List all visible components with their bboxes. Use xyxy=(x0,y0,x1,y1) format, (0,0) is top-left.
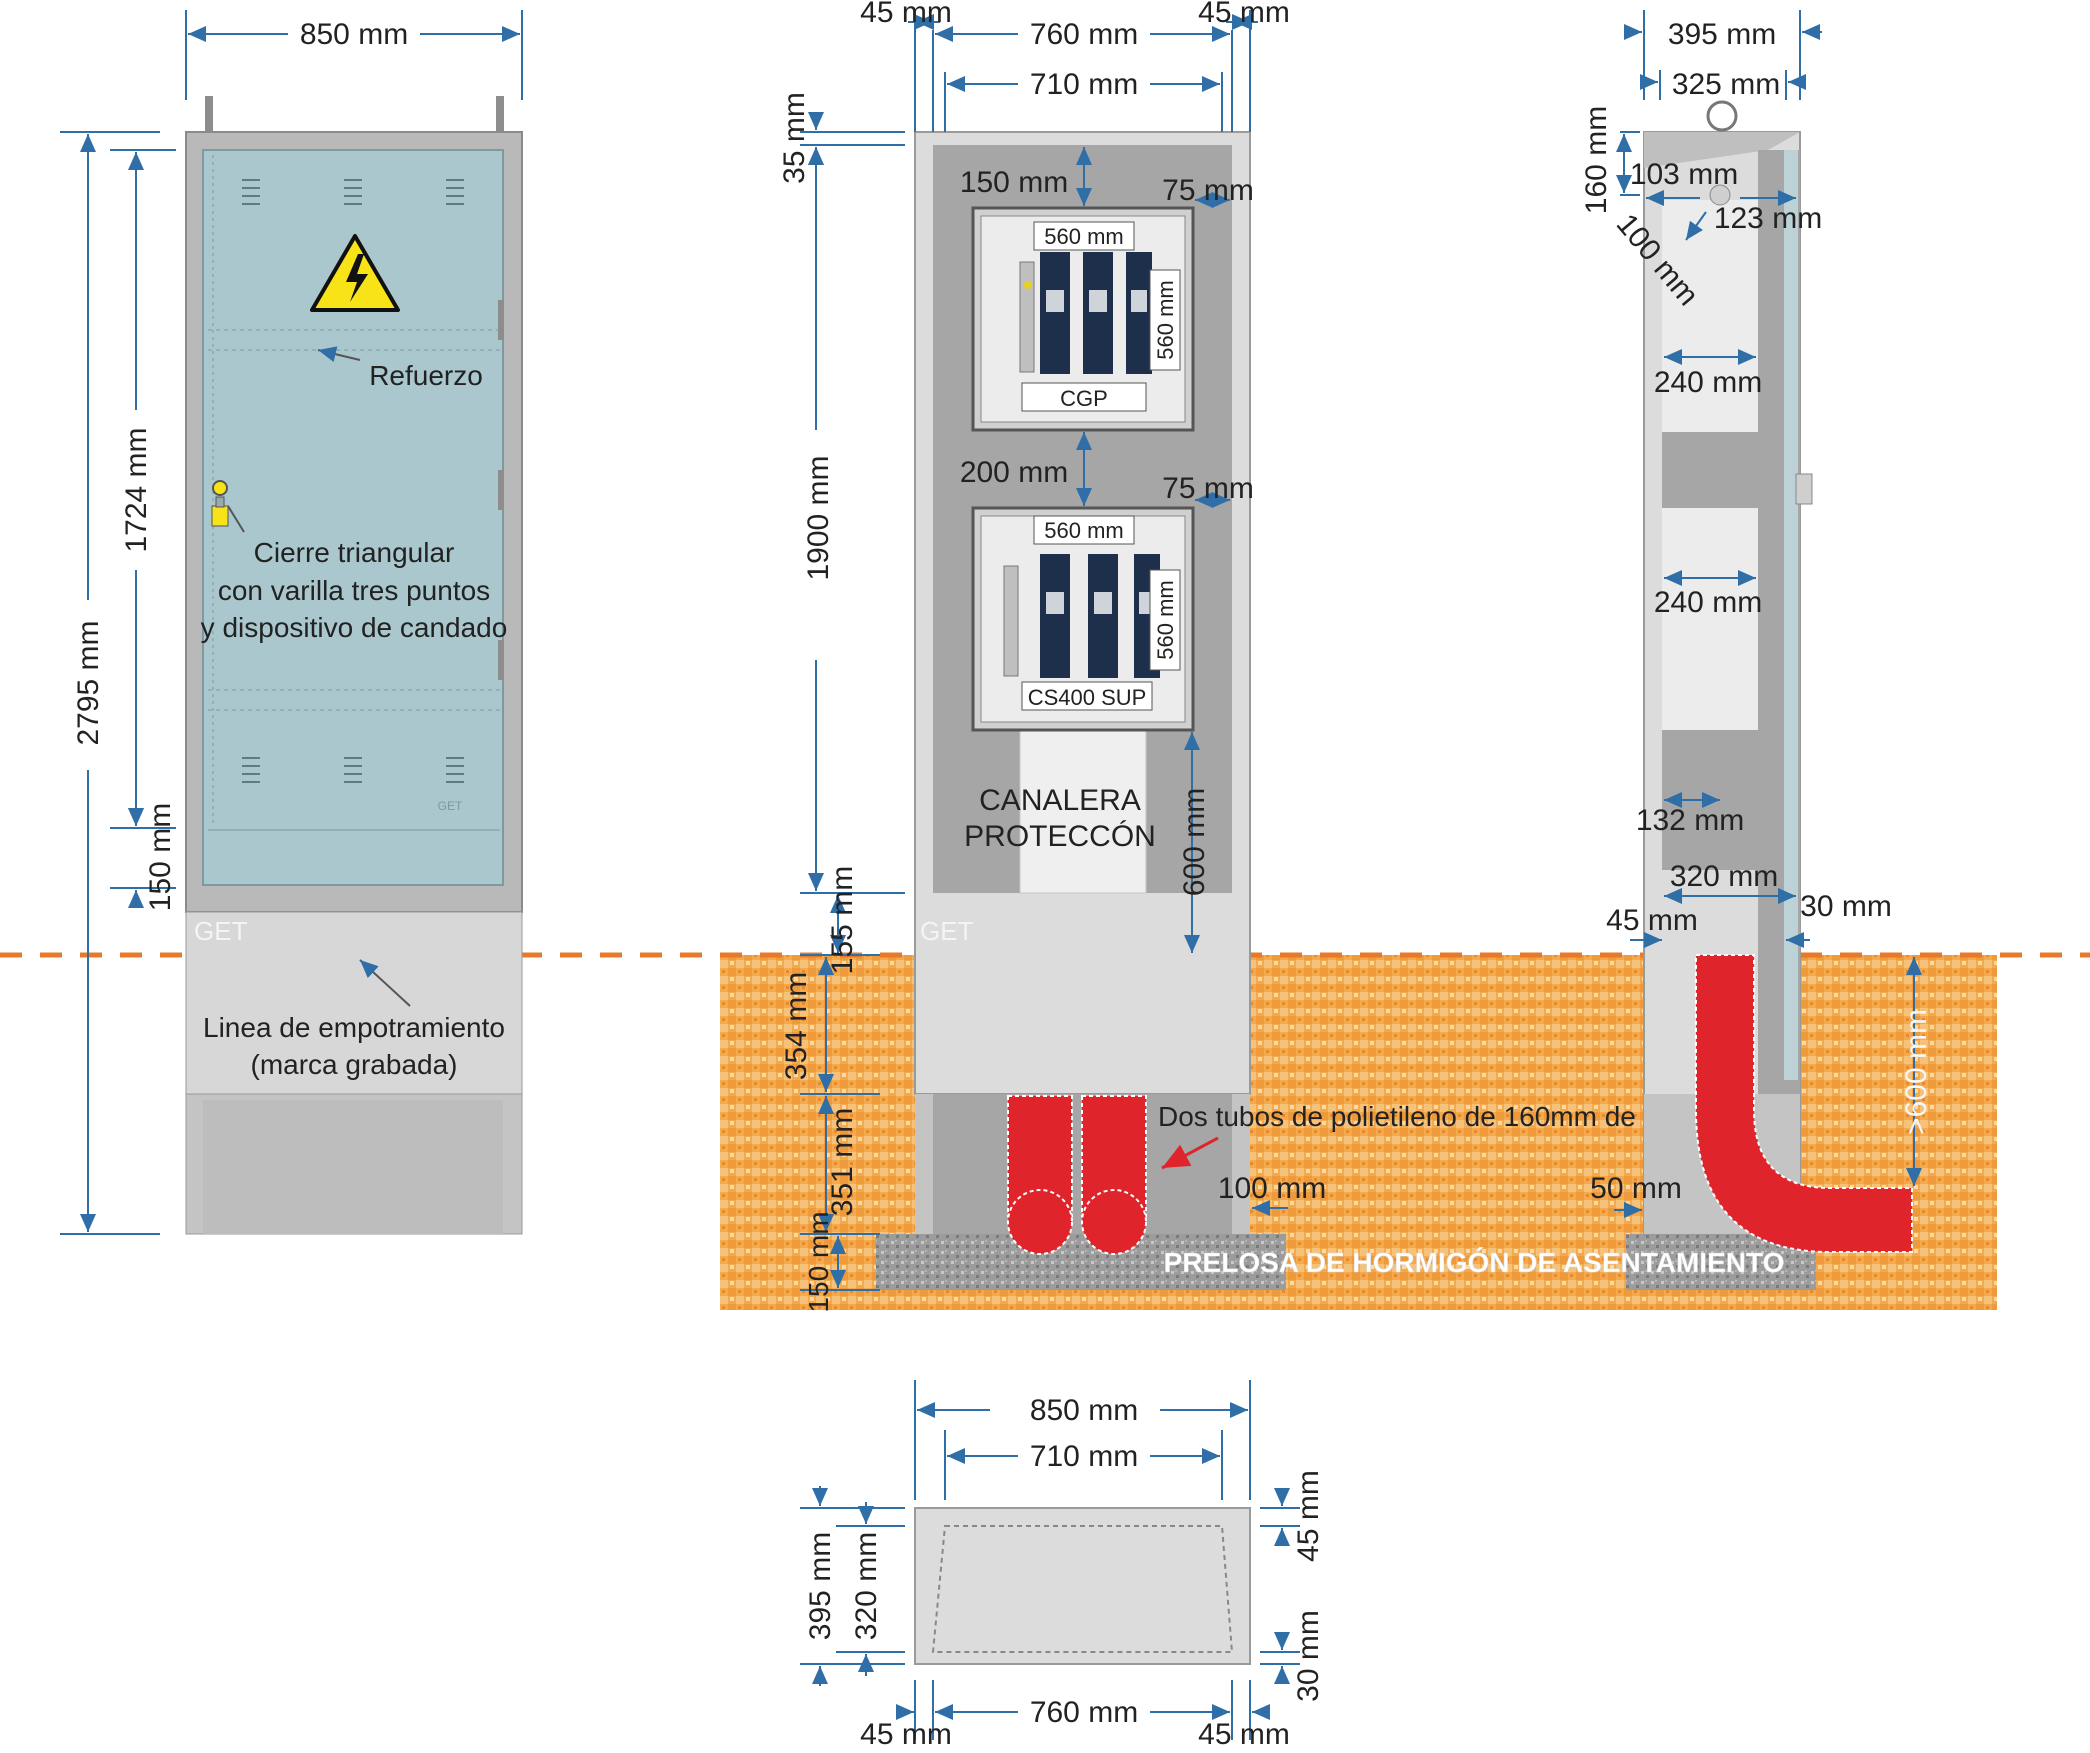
side-foot-dim: 50 mm xyxy=(1590,1172,1682,1205)
interior-canal-height-dim: 600 mm xyxy=(1178,788,1211,896)
front-door-height-dim: 1724 mm xyxy=(120,427,153,552)
front-base-dim: 150 mm xyxy=(144,803,177,911)
refuerzo-leader xyxy=(317,346,361,362)
interior-side-right-dim: 45 mm xyxy=(1198,0,1290,29)
canalera-label-2: PROTECCÓN xyxy=(964,820,1156,853)
svg-text:GET: GET xyxy=(438,799,463,813)
front-width-dim: 850 mm xyxy=(300,18,408,51)
embedding-label-2: (marca grabada) xyxy=(251,1049,458,1080)
interior-bottom-gap-dim: 155 mm xyxy=(826,866,859,974)
interior-gap-top-dim: 150 mm xyxy=(960,166,1068,199)
side-w3-dim: 132 mm xyxy=(1636,804,1744,837)
interior-leg-gap-dim: 100 mm xyxy=(1218,1172,1326,1205)
plan-width-dim: 850 mm xyxy=(1030,1394,1138,1427)
side-depth-dim: >600 mm xyxy=(1900,1009,1933,1135)
interior-gap-right1-dim: 75 mm xyxy=(1162,174,1254,207)
interior-top-gap-dim: 35 mm xyxy=(778,92,811,184)
interior-plate-width-dim: 710 mm xyxy=(1030,68,1138,101)
interior-slab xyxy=(876,1234,1286,1290)
interior-gap-mid-dim: 200 mm xyxy=(960,456,1068,489)
plan-right-dim: 45 mm xyxy=(1198,1718,1290,1748)
plan-right-bottom-dim: 30 mm xyxy=(1292,1610,1325,1702)
cs400-label: CS400 SUP xyxy=(1028,685,1147,710)
side-hook-dim: 103 mm xyxy=(1630,158,1738,191)
lock-label-1: Cierre triangular xyxy=(254,537,455,568)
plan-view xyxy=(914,1507,1251,1665)
lock-label-3: y dispositivo de candado xyxy=(201,612,508,643)
plan-depth-dim: 395 mm xyxy=(804,1532,837,1640)
interior-height-dim: 1900 mm xyxy=(802,455,835,580)
cs400-width-dim: 560 mm xyxy=(1044,518,1123,543)
side-hook2-dim: 123 mm xyxy=(1714,202,1822,235)
lock-label-2: con varilla tres puntos xyxy=(218,575,490,606)
plan-dimension-lines xyxy=(800,1380,1300,1740)
warning-triangle-icon xyxy=(310,234,400,312)
plan-right-top-dim: 45 mm xyxy=(1292,1470,1325,1562)
plan-inner-depth-dim: 320 mm xyxy=(850,1532,883,1640)
interior-slab-dim: 150 mm xyxy=(803,1211,834,1312)
plan-left-dim: 45 mm xyxy=(860,1718,952,1748)
front-get-label: GET xyxy=(194,916,248,946)
tubes-leader xyxy=(1161,1136,1219,1170)
interior-buried-dim: 354 mm xyxy=(780,972,813,1080)
embedding-leader xyxy=(359,959,411,1007)
plan-inner-dim: 710 mm xyxy=(1030,1440,1138,1473)
front-view: GET xyxy=(185,96,523,1235)
cgp-label: CGP xyxy=(1060,386,1108,411)
tubes-label: Dos tubos de polietileno de 160mm de Ø xyxy=(1158,1101,1665,1132)
side-dimension-lines xyxy=(1614,10,1922,1218)
interior-inner-width-dim: 760 mm xyxy=(1030,18,1138,51)
side-inner-dim: 325 mm xyxy=(1672,68,1780,101)
cgp-fuses xyxy=(1019,252,1152,374)
side-right-dim: 30 mm xyxy=(1800,890,1892,923)
polyethylene-tubes xyxy=(1007,1095,1147,1255)
lock-leader xyxy=(227,505,245,533)
interior-legs-dim: 351 mm xyxy=(826,1108,859,1216)
slab-label: PRELOSA DE HORMIGÓN DE ASENTAMIENTO xyxy=(1164,1247,1785,1278)
ventilation-louver-icon xyxy=(242,179,464,783)
embedding-label-1: Linea de empotramiento xyxy=(203,1012,505,1043)
interior-side-left-dim: 45 mm xyxy=(860,0,952,29)
side-w1-dim: 240 mm xyxy=(1654,366,1762,399)
cs400-height-dim: 560 mm xyxy=(1153,580,1178,659)
side-roof-dim: 160 mm xyxy=(1580,106,1613,214)
cgp-width-dim: 560 mm xyxy=(1044,224,1123,249)
side-left-dim: 45 mm xyxy=(1606,904,1698,937)
padlock-icon xyxy=(211,480,229,527)
side-w2-dim: 240 mm xyxy=(1654,586,1762,619)
interior-gap-right2-dim: 75 mm xyxy=(1162,472,1254,505)
interior-get-label: GET xyxy=(920,916,974,946)
side-base-dim: 320 mm xyxy=(1670,860,1778,893)
side-width-dim: 395 mm xyxy=(1668,18,1776,51)
canalera-label-1: CANALERA xyxy=(979,784,1141,817)
side-tube xyxy=(1695,954,1913,1253)
refuerzo-label: Refuerzo xyxy=(369,360,483,391)
cgp-height-dim: 560 mm xyxy=(1153,280,1178,359)
front-total-height-dim: 2795 mm xyxy=(72,620,105,745)
interior-dimension-lines xyxy=(800,10,1288,1291)
front-dimension-lines xyxy=(60,10,523,1235)
plan-middle-dim: 760 mm xyxy=(1030,1696,1138,1729)
